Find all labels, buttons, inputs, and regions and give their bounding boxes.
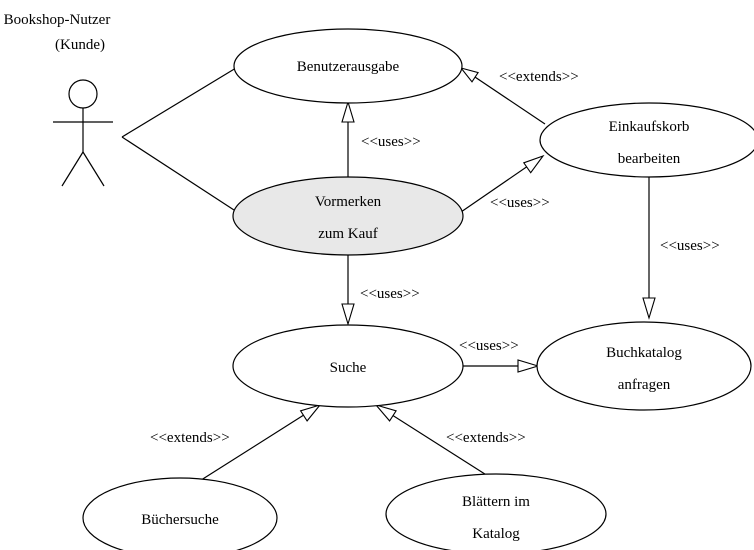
actor-name-line1: Bookshop-Nutzer (4, 12, 111, 28)
relation-buechersuche-extends-suche: <<extends>> (150, 403, 322, 483)
relation-blaettern-extends-suche: <<extends>> (374, 403, 526, 477)
label-uses-buchkatalog: <<uses>> (459, 338, 519, 354)
usecase-buechersuche: Büchersuche (82, 477, 278, 550)
usecase-vormerken-zum-kauf: Vormerken zum Kauf (232, 176, 464, 256)
association-actor-vormerken (121, 136, 235, 211)
association-actor-benutzerausgabe (121, 67, 237, 138)
label-uses-suche: <<uses>> (360, 286, 420, 302)
usecase-einkaufskorb-line1: Einkaufskorb (609, 119, 690, 135)
label-uses-buchkatalog-right: <<uses>> (660, 238, 720, 254)
relation-einkaufskorb-extends-benutzerausgabe: <<extends>> (459, 67, 579, 125)
usecase-blaettern-im-katalog: Blättern im Katalog (385, 473, 607, 550)
usecase-blaettern-line1: Blättern im (462, 494, 530, 510)
actor-bookshop-nutzer: Bookshop-Nutzer (Kunde) (4, 12, 113, 187)
usecase-buchkatalog-line2: anfragen (618, 377, 671, 393)
usecase-benutzerausgabe: Benutzerausgabe (233, 28, 463, 104)
stick-figure-icon (53, 79, 113, 187)
usecase-vormerken-line2: zum Kauf (318, 226, 378, 242)
label-uses-benutzerausgabe: <<uses>> (361, 134, 421, 150)
relation-vormerken-uses-suche: <<uses>> (341, 255, 420, 326)
usecase-einkaufskorb-line2: bearbeiten (618, 151, 681, 167)
relation-suche-uses-buchkatalog: <<uses>> (459, 338, 540, 373)
usecase-buechersuche-label: Büchersuche (141, 512, 219, 528)
label-extends-blaettern: <<extends>> (446, 430, 526, 446)
usecase-suche-label: Suche (330, 360, 367, 376)
actor-name-line2: (Kunde) (55, 37, 105, 53)
relation-vormerken-uses-benutzerausgabe: <<uses>> (341, 100, 421, 177)
usecase-vormerken-line1: Vormerken (315, 194, 382, 210)
label-uses-einkaufskorb: <<uses>> (490, 195, 550, 211)
usecase-buchkatalog-anfragen: Buchkatalog anfragen (536, 321, 752, 411)
label-extends-benutzerausgabe: <<extends>> (499, 69, 579, 85)
relation-einkaufskorb-uses-buchkatalog: <<uses>> (642, 176, 720, 320)
usecase-buchkatalog-line1: Buchkatalog (606, 345, 682, 361)
usecase-einkaufskorb-bearbeiten: Einkaufskorb bearbeiten (539, 102, 754, 178)
relation-vormerken-uses-einkaufskorb: <<uses>> (460, 154, 550, 213)
usecase-suche: Suche (232, 324, 464, 408)
label-extends-buechersuche: <<extends>> (150, 430, 230, 446)
usecase-benutzerausgabe-label: Benutzerausgabe (297, 59, 400, 75)
usecase-blaettern-line2: Katalog (472, 526, 520, 542)
